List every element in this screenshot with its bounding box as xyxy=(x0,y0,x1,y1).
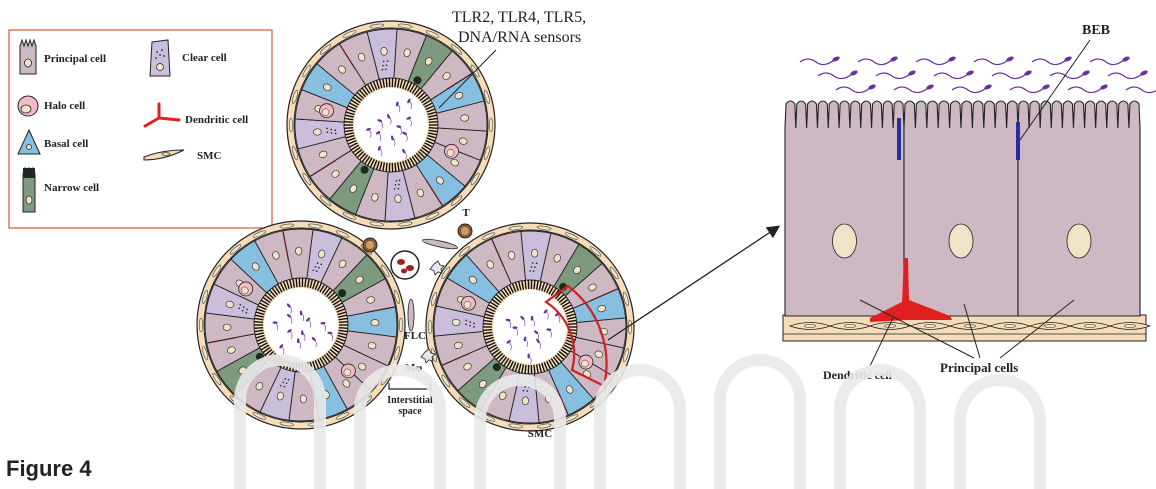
principal-cell xyxy=(904,101,1018,316)
label-sensors-1: TLR2, TLR4, TLR5, xyxy=(452,9,586,26)
figure-caption: Figure 4 xyxy=(6,456,92,482)
label-interstitial-1: Interstitial xyxy=(387,395,433,406)
label-principal-cells: Principal cells xyxy=(940,360,1018,375)
lumen xyxy=(493,290,567,364)
macrophage xyxy=(430,261,444,275)
principal-cell xyxy=(1018,101,1140,316)
legend-label-principal: Principal cell xyxy=(44,53,106,65)
label-flc: FLC xyxy=(404,330,426,342)
smc-layer xyxy=(783,315,1150,341)
narrow-cell-icon xyxy=(23,168,35,212)
label-smc-bottom: SMC xyxy=(528,428,553,440)
label-sensors-2: DNA/RNA sensors xyxy=(458,29,581,46)
lumen xyxy=(264,288,338,362)
lumen xyxy=(354,88,428,162)
label-beb: BEB xyxy=(1082,23,1110,38)
label-t: T xyxy=(462,207,470,219)
tubule-left xyxy=(197,221,405,429)
legend-label-basal: Basal cell xyxy=(44,138,88,150)
legend-label-halo: Halo cell xyxy=(44,100,85,112)
sperm-cells xyxy=(800,55,1156,92)
zoomed-epithelium: BEB Dendritic cell Principal cells xyxy=(783,23,1156,382)
principal-cell-icon xyxy=(20,40,36,74)
label-interstitial-2: space xyxy=(398,406,422,417)
legend-label-clear: Clear cell xyxy=(182,52,227,64)
legend-label-dendritic: Dendritic cell xyxy=(185,114,248,126)
zoom-arrow xyxy=(608,227,778,340)
beb-marker xyxy=(1016,122,1020,160)
clear-cell-icon xyxy=(150,40,170,76)
nucleus xyxy=(949,224,973,258)
beb-marker xyxy=(897,118,901,160)
nucleus xyxy=(833,224,857,258)
halo-cell-icon xyxy=(18,96,38,116)
flc-cell xyxy=(408,299,414,331)
principal-cell xyxy=(785,101,904,316)
legend-label-narrow: Narrow cell xyxy=(44,182,99,194)
nucleus xyxy=(1067,224,1091,258)
legend: Principal cell Halo cell Basal cell Narr… xyxy=(9,30,272,228)
legend-label-smc: SMC xyxy=(197,150,222,162)
flc-cell xyxy=(422,237,458,250)
blood-vessel xyxy=(391,251,419,279)
principal-cells xyxy=(785,101,1140,316)
tubule-top xyxy=(287,21,495,229)
